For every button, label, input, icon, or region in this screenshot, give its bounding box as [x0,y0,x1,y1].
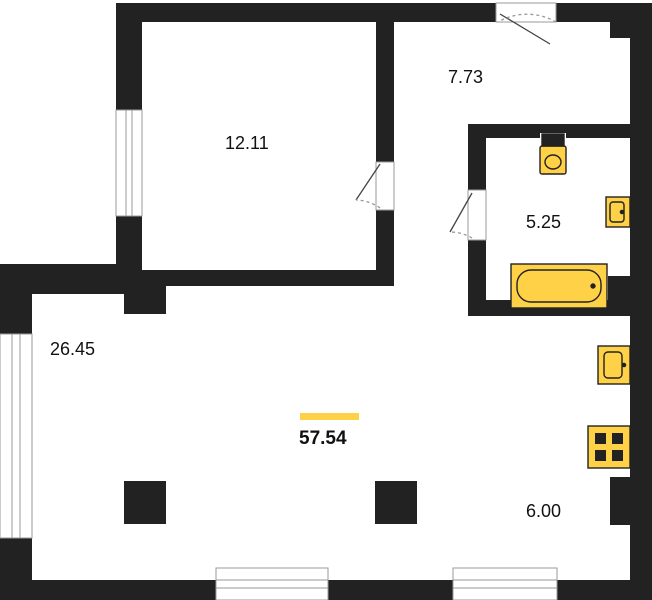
window [452,567,558,600]
room-area-living: 26.45 [50,339,96,359]
kitchen-sink-icon [597,345,631,385]
total-area: 57.54 [299,428,347,449]
window [0,333,33,539]
room-area-kitchen: 6.00 [526,501,562,521]
bathroom-door [449,189,487,241]
window [115,109,143,217]
total-area-accent-bar [300,413,359,420]
bedroom-door [355,161,395,211]
window [215,567,329,600]
entrance-door [495,2,557,45]
column [375,481,417,524]
bathtub-icon [510,263,608,309]
sink-icon [605,196,631,228]
room-area-bedroom: 12.11 [225,133,269,153]
room-area-hall: 7.73 [448,67,484,87]
room-area-bathroom: 5.25 [526,212,562,232]
column [124,481,166,524]
toilet-icon [539,133,567,175]
stove-icon [587,425,631,469]
